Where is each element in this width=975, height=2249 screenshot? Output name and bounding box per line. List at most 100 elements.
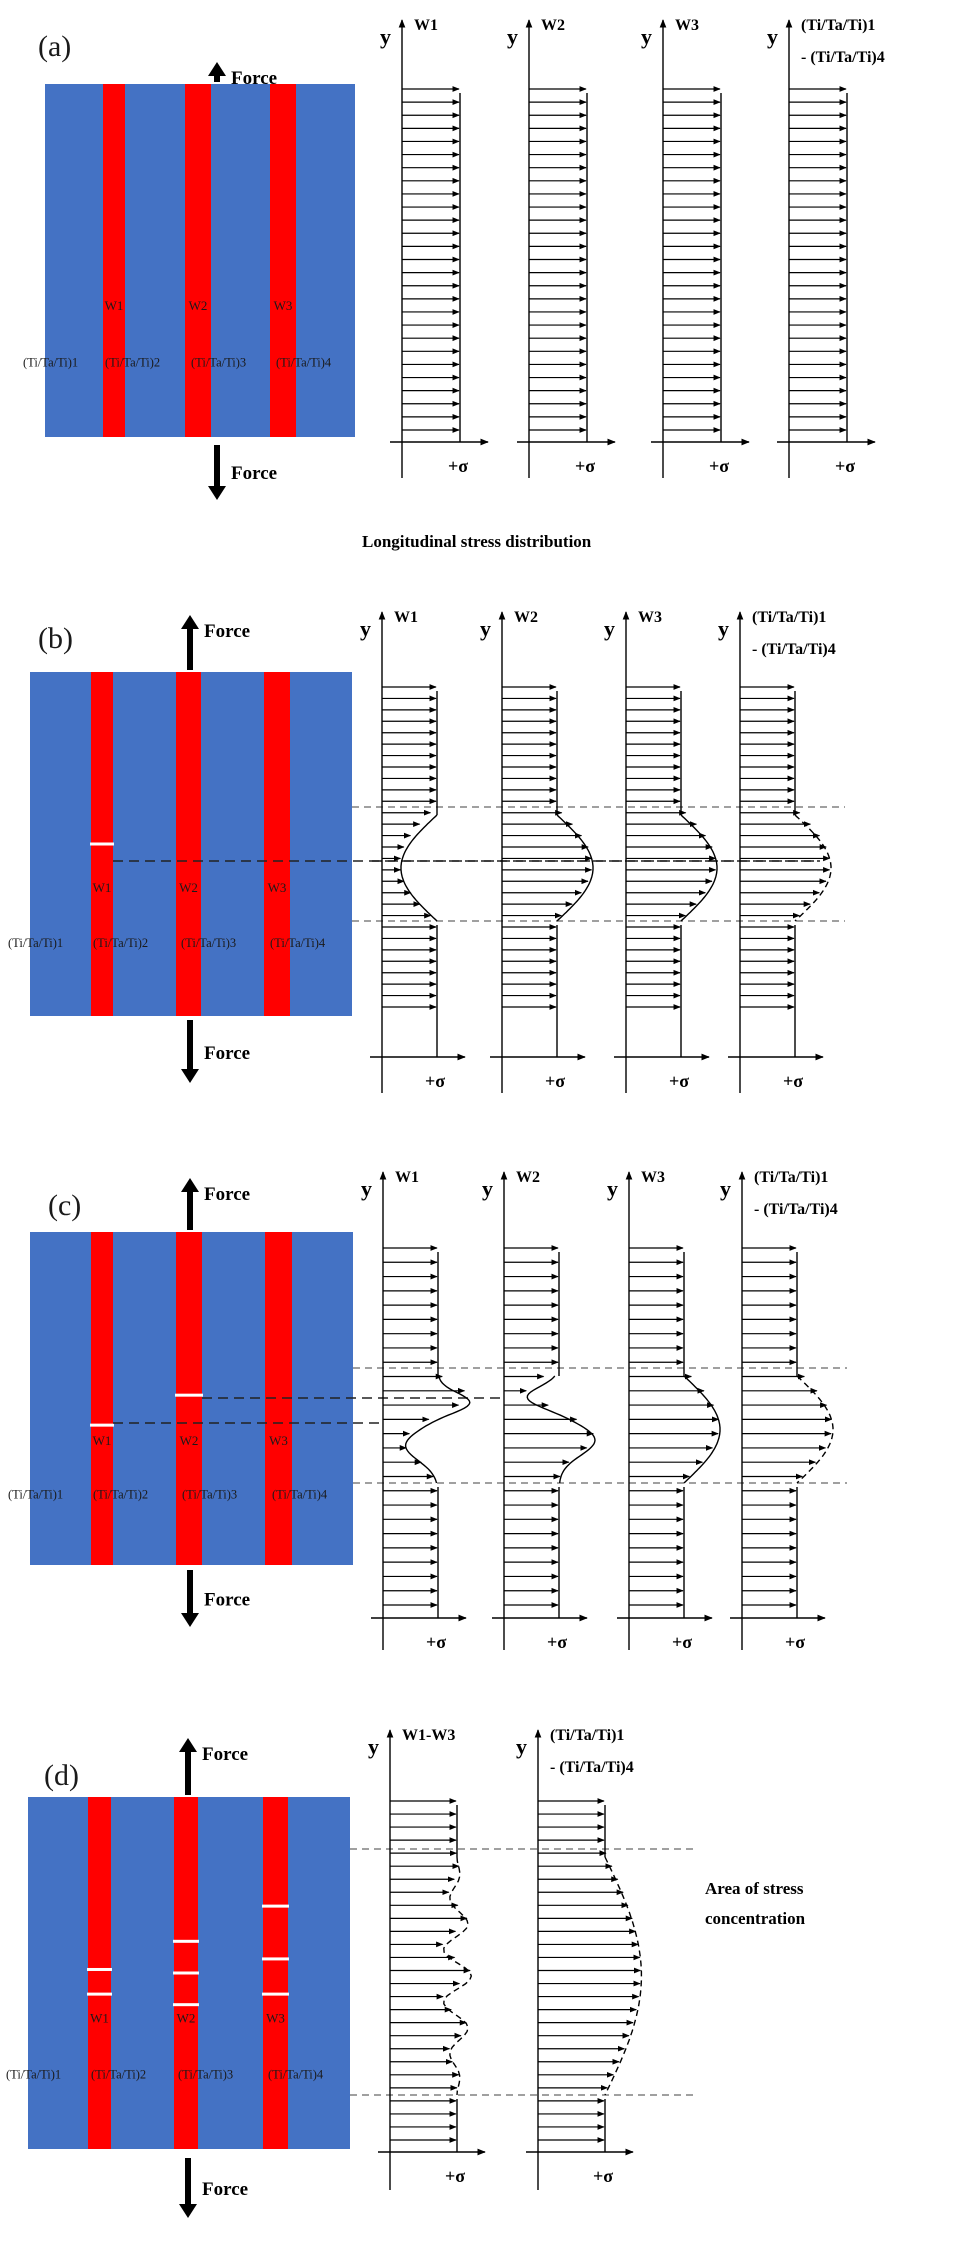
stress-chart: y+σ(Ti/Ta/Ti)1- (Ti/Ta/Ti)4 xyxy=(516,1727,643,2190)
y-axis-label: y xyxy=(360,616,371,641)
stress-chart: y+σW2 xyxy=(507,17,616,478)
y-axis-label: y xyxy=(604,616,615,641)
y-axis-label: y xyxy=(641,24,652,49)
layer-label: (Ti/Ta/Ti)2 xyxy=(93,1487,148,1501)
layer-label: (Ti/Ta/Ti)2 xyxy=(91,2068,146,2082)
layer-label: (Ti/Ta/Ti)1 xyxy=(6,2068,61,2082)
force-arrow-up-icon xyxy=(181,1178,199,1192)
crack-mark xyxy=(262,1904,289,1908)
chart-title-line2: - (Ti/Ta/Ti)4 xyxy=(550,1759,634,1776)
y-axis-label: y xyxy=(516,1734,527,1759)
stress-envelope-curve xyxy=(680,814,718,922)
chart-title: W1-W3 xyxy=(402,1727,455,1744)
force-arrow-up-icon xyxy=(179,1738,197,1752)
layer-label: (Ti/Ta/Ti)1 xyxy=(23,355,78,369)
sigma-axis-label: +σ xyxy=(426,1632,446,1652)
crack-mark xyxy=(262,1957,289,1961)
stress-chart: y +σ W1 xyxy=(360,609,466,1093)
stress-chart: y+σW1 xyxy=(380,17,489,478)
sigma-axis-label: +σ xyxy=(709,456,729,476)
chart-title: (Ti/Ta/Ti)1 xyxy=(754,1169,828,1186)
wire-label: W1 xyxy=(105,298,124,313)
stress-chart: y +σ W1 xyxy=(361,1169,471,1652)
force-arrow-down-icon xyxy=(181,1069,199,1083)
chart-title-line2: - (Ti/Ta/Ti)4 xyxy=(752,641,836,658)
chart-title: (Ti/Ta/Ti)1 xyxy=(801,17,875,34)
sigma-axis-label: +σ xyxy=(575,456,595,476)
wire-strip-w3 xyxy=(264,672,290,1016)
wire-label: W1 xyxy=(90,2010,109,2025)
crack-mark xyxy=(173,2003,199,2007)
chart-title: W1 xyxy=(394,609,418,626)
force-label-top: Force xyxy=(202,1744,248,1765)
chart-title: W1 xyxy=(414,17,438,34)
force-arrow-up-icon xyxy=(181,615,199,629)
chart-title-line2: - (Ti/Ta/Ti)4 xyxy=(754,1201,838,1218)
force-arrow-down-icon xyxy=(179,2204,197,2218)
stress-envelope-curve xyxy=(400,814,438,922)
sigma-axis-label: +σ xyxy=(783,1071,803,1091)
crack-mark xyxy=(90,1423,114,1427)
stress-concentration-annotation: Area of stress xyxy=(705,1879,804,1898)
panel-label: (b) xyxy=(38,622,73,655)
wire-label: W2 xyxy=(179,880,198,895)
force-label-bottom: Force xyxy=(204,1589,250,1610)
force-label-top: Force xyxy=(204,1184,250,1205)
stress-chart: y+σW3 xyxy=(604,609,718,1093)
chart-title: W2 xyxy=(514,609,538,626)
stress-chart: y+σW2 xyxy=(482,1169,596,1652)
sigma-axis-label: +σ xyxy=(425,1071,445,1091)
force-label-top: Force xyxy=(204,621,250,642)
y-axis-label: y xyxy=(361,1176,372,1201)
force-arrow-up-icon xyxy=(208,62,226,76)
stress-chart: y+σW3 xyxy=(641,17,750,478)
sigma-axis-label: +σ xyxy=(445,2166,465,2186)
layer-label: (Ti/Ta/Ti)2 xyxy=(105,355,160,369)
layer-label: (Ti/Ta/Ti)2 xyxy=(93,936,148,950)
crack-mark xyxy=(175,1393,203,1397)
chart-title: W3 xyxy=(641,1169,665,1186)
stress-envelope-curve xyxy=(443,1856,473,2096)
layer-label: (Ti/Ta/Ti)3 xyxy=(191,355,246,369)
chart-title: W1 xyxy=(395,1169,419,1186)
crack-mark xyxy=(173,1971,199,1975)
stress-concentration-annotation: concentration xyxy=(705,1909,806,1928)
y-axis-label: y xyxy=(507,24,518,49)
sigma-axis-label: +σ xyxy=(547,1632,567,1652)
wire-strip-w1 xyxy=(103,84,125,437)
stress-chart: y+σW2 xyxy=(480,609,594,1093)
layer-label: (Ti/Ta/Ti)3 xyxy=(181,936,236,950)
layer-label: (Ti/Ta/Ti)3 xyxy=(182,1487,237,1501)
wire-label: W2 xyxy=(177,2010,196,2025)
stress-envelope-curve xyxy=(404,1375,471,1484)
wire-label: W3 xyxy=(269,1433,288,1448)
wire-label: W3 xyxy=(274,298,293,313)
y-axis-label: y xyxy=(380,24,391,49)
wire-label: W2 xyxy=(189,298,208,313)
panel-label: (d) xyxy=(44,1759,79,1792)
y-axis-label: y xyxy=(607,1176,618,1201)
force-arrow-down-icon xyxy=(181,1613,199,1627)
layer-label: (Ti/Ta/Ti)4 xyxy=(276,355,332,369)
sigma-axis-label: +σ xyxy=(669,1071,689,1091)
sigma-axis-label: +σ xyxy=(835,456,855,476)
layer-label: (Ti/Ta/Ti)4 xyxy=(270,936,326,950)
stress-envelope-curve xyxy=(526,1375,596,1484)
wire-strip-w1 xyxy=(91,1232,113,1565)
y-axis-label: y xyxy=(480,616,491,641)
crack-mark xyxy=(173,1939,199,1943)
sigma-axis-label: +σ xyxy=(785,1632,805,1652)
sigma-axis-label: +σ xyxy=(593,2166,613,2186)
layer-label: (Ti/Ta/Ti)4 xyxy=(268,2068,324,2082)
panel-label: (c) xyxy=(48,1189,81,1222)
stress-envelope-curve xyxy=(796,1375,834,1484)
y-axis-label: y xyxy=(718,616,729,641)
stress-chart: y+σ(Ti/Ta/Ti)1- (Ti/Ta/Ti)4 xyxy=(718,609,836,1093)
sigma-axis-label: +σ xyxy=(672,1632,692,1652)
force-label-bottom: Force xyxy=(204,1043,250,1064)
stress-envelope-curve xyxy=(604,1856,643,2096)
crack-mark xyxy=(87,1992,112,1996)
